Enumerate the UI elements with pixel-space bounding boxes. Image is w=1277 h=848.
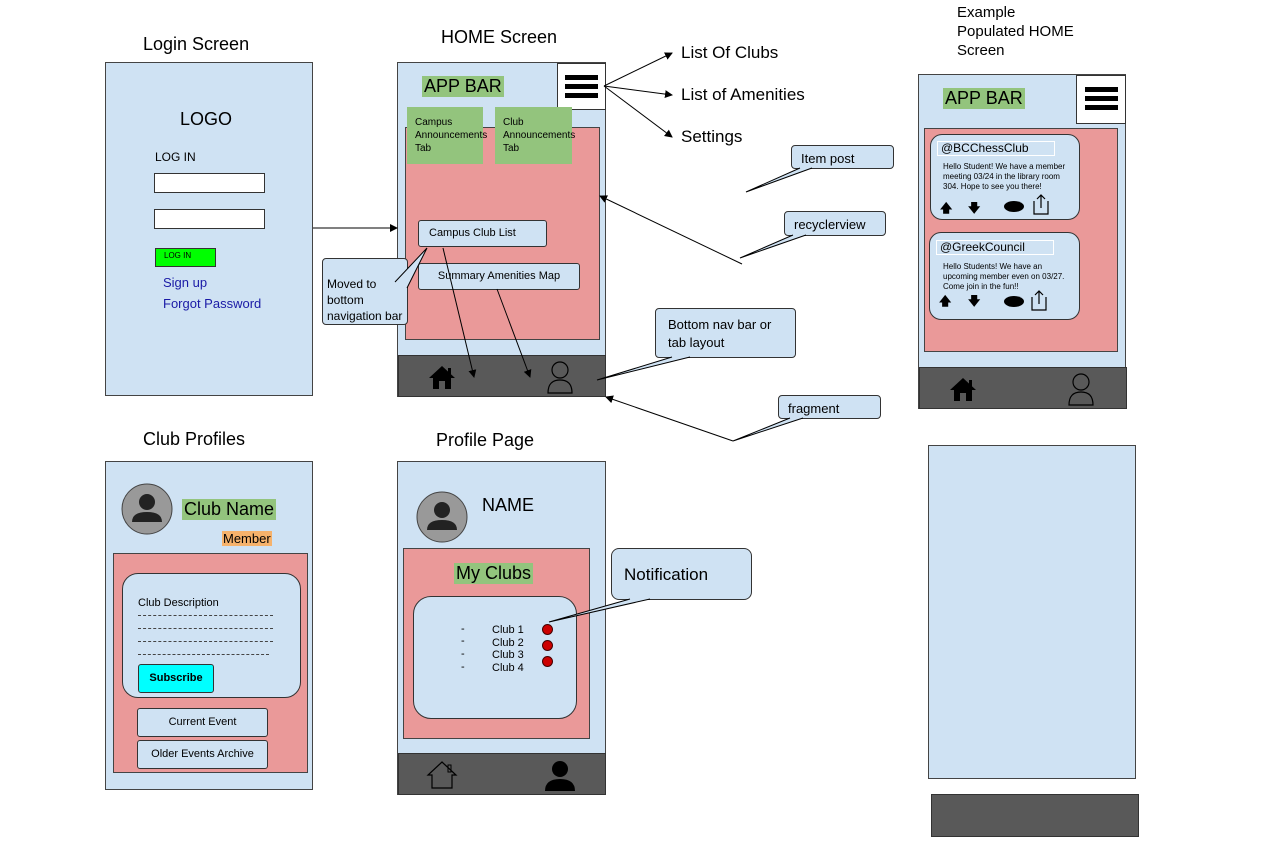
hamburger-menu-icon[interactable]: [557, 63, 606, 110]
club-name: Club Name: [182, 499, 277, 520]
sign-up-link[interactable]: Sign up: [163, 275, 208, 290]
item-post-callout: Item post: [791, 145, 894, 169]
club-list-item[interactable]: Club 1: [492, 624, 524, 636]
placeholder-bottom-bar: [931, 794, 1139, 837]
post-card[interactable]: @BCChessClub Hello Student! We have a me…: [930, 134, 1080, 220]
tab-club-announcements[interactable]: Club Announcements Tab: [495, 107, 575, 164]
campus-club-list-button[interactable]: Campus Club List: [418, 220, 547, 247]
username-field[interactable]: [154, 173, 265, 193]
home-screen-title: HOME Screen: [441, 27, 558, 47]
current-event-button[interactable]: Current Event: [137, 708, 268, 737]
example-bottom-nav: [919, 367, 1127, 409]
club-profiles-title: Club Profiles: [143, 429, 246, 449]
example-hamburger-icon[interactable]: [1076, 75, 1126, 124]
club-profile-screen: Club Name Member Club Description Subscr…: [105, 461, 313, 790]
description-line: [138, 641, 273, 642]
notification-dot: [542, 656, 553, 667]
post-text: Hello Students! We have an upcoming memb…: [943, 262, 1065, 291]
summary-amenities-map-button[interactable]: Summary Amenities Map: [418, 263, 580, 290]
home-outline-icon[interactable]: [426, 760, 458, 790]
example-home-screen: APP BAR @BCChessClub Hello Student! We h…: [918, 74, 1127, 409]
club-avatar-icon: [121, 483, 173, 535]
post-card[interactable]: @GreekCouncil Hello Students! We have an…: [929, 232, 1080, 320]
upvote-icon[interactable]: 🡅: [940, 201, 953, 215]
subscribe-button[interactable]: Subscribe: [138, 664, 214, 693]
menu-item-list-of-clubs: List Of Clubs: [681, 43, 779, 62]
menu-item-settings: Settings: [681, 127, 743, 146]
description-line: [138, 615, 273, 616]
example-app-bar: APP BAR: [943, 88, 1025, 109]
profile-screen: NAME My Clubs - - - - Club 1 Club 2 Club…: [397, 461, 606, 795]
moved-callout: Moved to bottom navigation bar: [322, 258, 408, 325]
comment-icon[interactable]: [1003, 200, 1025, 213]
share-icon[interactable]: [1030, 289, 1048, 311]
notification-callout: Notification: [611, 548, 752, 600]
log-in-button[interactable]: LOG IN: [155, 248, 216, 267]
club-list-item[interactable]: Club 3: [492, 649, 524, 661]
log-in-label: LOG IN: [155, 150, 196, 164]
club-list-item[interactable]: Club 2: [492, 637, 524, 649]
club-description-card: Club Description Subscribe: [122, 573, 301, 698]
profile-outline-icon[interactable]: [546, 360, 574, 394]
home-screen: APP BAR Campus Announcements Tab Club An…: [397, 62, 606, 397]
fragment-callout: fragment: [778, 395, 881, 419]
home-icon[interactable]: [948, 376, 978, 402]
password-field[interactable]: [154, 209, 265, 229]
login-screen-title: Login Screen: [143, 34, 250, 54]
profile-bottom-nav: [398, 753, 606, 795]
recyclerview-callout: recyclerview: [784, 211, 886, 236]
post-text: Hello Student! We have a member meeting …: [943, 162, 1066, 191]
app-bar: APP BAR: [422, 76, 504, 97]
my-clubs-card: - - - - Club 1 Club 2 Club 3 Club 4: [413, 596, 577, 719]
club-description-label: Club Description: [138, 597, 219, 609]
comment-icon[interactable]: [1003, 295, 1025, 308]
club-bullet: -: [461, 635, 465, 647]
menu-item-list-of-amenities: List of Amenities: [681, 85, 805, 104]
description-line: [138, 628, 273, 629]
older-events-button[interactable]: Older Events Archive: [137, 740, 268, 769]
tab-campus-announcements[interactable]: Campus Announcements Tab: [407, 107, 487, 164]
forgot-password-link[interactable]: Forgot Password: [163, 296, 262, 311]
description-line: [138, 654, 269, 655]
placeholder-screen: [928, 445, 1136, 779]
member-badge: Member: [222, 531, 272, 546]
profile-outline-icon[interactable]: [1067, 372, 1095, 406]
profile-name: NAME: [482, 495, 535, 515]
my-clubs-heading: My Clubs: [454, 563, 534, 584]
notification-dot: [542, 640, 553, 651]
home-icon[interactable]: [427, 364, 457, 390]
club-bullet: -: [461, 648, 465, 660]
upvote-icon[interactable]: 🡅: [939, 294, 952, 308]
downvote-icon[interactable]: 🡇: [968, 294, 981, 308]
logo: LOGO: [180, 109, 233, 129]
login-screen: LOGO LOG IN LOG IN Sign up Forgot Passwo…: [105, 62, 313, 396]
profile-filled-icon[interactable]: [544, 758, 576, 792]
user-avatar-icon: [416, 491, 468, 543]
downvote-icon[interactable]: 🡇: [968, 201, 981, 215]
bottom-nav-callout: Bottom nav bar or tab layout: [655, 308, 796, 358]
club-bullet: -: [461, 661, 465, 673]
post-handle: @BCChessClub: [937, 141, 1055, 156]
share-icon[interactable]: [1032, 193, 1050, 215]
club-list-item[interactable]: Club 4: [492, 662, 524, 674]
home-bottom-nav: [398, 355, 606, 397]
club-bullet: -: [461, 623, 465, 635]
example-home-title: Example Populated HOME Screen: [957, 4, 1074, 59]
post-handle: @GreekCouncil: [936, 240, 1054, 255]
profile-page-title: Profile Page: [436, 430, 535, 450]
notification-dot: [542, 624, 553, 635]
